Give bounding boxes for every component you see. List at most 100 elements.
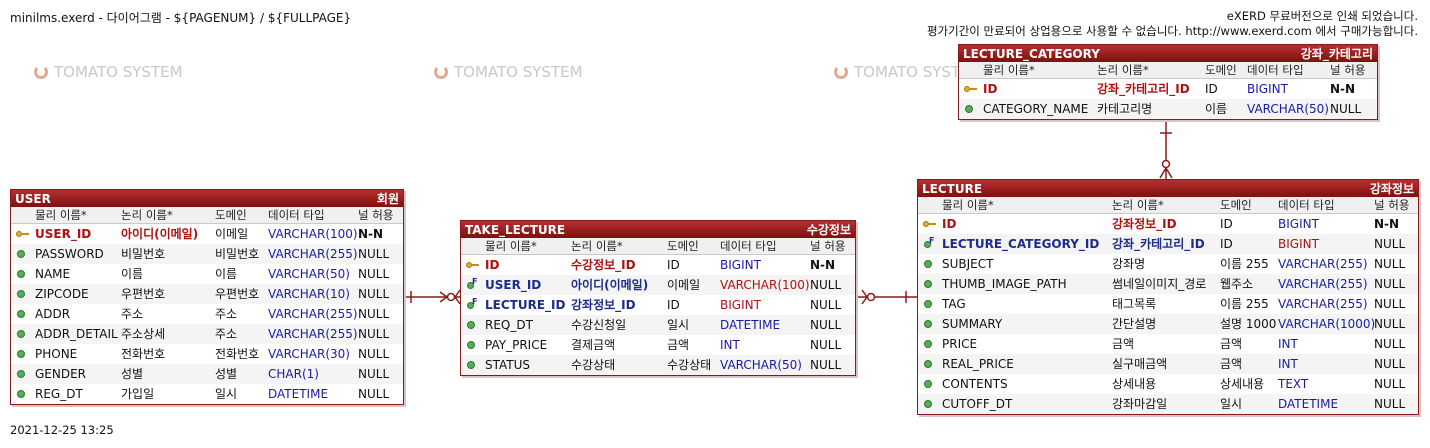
entity-title-bar[interactable]: LECTURE_CATEGORY 강좌_카테고리 xyxy=(959,45,1377,62)
attribute-nullable: NULL xyxy=(358,367,390,381)
attribute-physical-name: SUBJECT xyxy=(942,257,994,271)
watermark-logo-icon xyxy=(34,65,48,79)
attribute-domain: 주소 xyxy=(215,327,238,341)
attribute-row[interactable]: LECTURE_CATEGORY_ID강좌_카테고리_IDIDBIGINTNUL… xyxy=(918,234,1418,254)
attribute-physical-name: TAG xyxy=(942,297,966,311)
entity-take-lecture[interactable]: TAKE_LECTURE 수강정보 물리 이름* 논리 이름* 도메인 데이터 … xyxy=(460,220,856,376)
attribute-physical-name: REG_DT xyxy=(35,387,83,401)
attribute-logical-name: 강좌_카테고리_ID xyxy=(1112,237,1205,251)
attribute-physical-name: ID xyxy=(983,82,998,96)
column-icon xyxy=(17,290,25,298)
attribute-domain: ID xyxy=(1205,82,1218,96)
attribute-datatype: BIGINT xyxy=(1247,82,1288,96)
entity-lecture[interactable]: LECTURE 강좌정보 물리 이름* 논리 이름* 도메인 데이터 타입 널 … xyxy=(917,179,1419,415)
attribute-logical-name: 주소상세 xyxy=(121,327,166,341)
attribute-nullable: NULL xyxy=(1374,377,1406,391)
attribute-domain: 주소 xyxy=(215,307,238,321)
column-icon xyxy=(17,250,25,258)
attribute-datatype: BIGINT xyxy=(720,298,761,312)
entity-user[interactable]: USER 회원 물리 이름* 논리 이름* 도메인 데이터 타입 널 허용 US… xyxy=(10,189,404,405)
attribute-datatype: BIGINT xyxy=(720,258,761,272)
primary-key-icon xyxy=(16,230,29,238)
license-notice-line2: 평가기간이 만료되어 상업용으로 사용할 수 없습니다. http://www.… xyxy=(926,24,1418,38)
column-icon xyxy=(17,270,25,278)
watermark-text: TOMATO SYSTEM xyxy=(54,63,183,81)
entity-title-bar[interactable]: USER 회원 xyxy=(11,190,403,207)
header-domain: 도메인 xyxy=(1205,63,1237,77)
column-icon xyxy=(17,330,25,338)
relationship-user-take-lecture[interactable] xyxy=(403,289,461,305)
primary-key-icon xyxy=(964,85,977,93)
watermark-text: TOMATO SYSTEM xyxy=(854,63,983,81)
attribute-domain: 웹주소 xyxy=(1220,277,1254,291)
attribute-domain: 이름 255 xyxy=(1220,257,1269,271)
attribute-datatype: VARCHAR(255) xyxy=(1278,257,1368,271)
header-physical-name: 물리 이름* xyxy=(485,239,537,253)
column-icon xyxy=(467,321,475,329)
attribute-domain: 상세내용 xyxy=(1220,377,1265,391)
entity-title-bar[interactable]: TAKE_LECTURE 수강정보 xyxy=(461,221,855,238)
attribute-logical-name: 실구매금액 xyxy=(1112,357,1168,371)
column-icon xyxy=(17,350,25,358)
attribute-physical-name: LECTURE_CATEGORY_ID xyxy=(942,237,1100,251)
header-datatype: 데이터 타입 xyxy=(1247,63,1304,77)
entity-logical-name: 회원 xyxy=(376,192,399,206)
header-physical-name: 물리 이름* xyxy=(35,208,87,222)
attribute-datatype: VARCHAR(255) xyxy=(1278,297,1368,311)
entity-lecture-category[interactable]: LECTURE_CATEGORY 강좌_카테고리 물리 이름* 논리 이름* 도… xyxy=(958,44,1378,120)
relationship-lecture-take-lecture[interactable] xyxy=(855,289,917,305)
watermark-text: TOMATO SYSTEM xyxy=(454,63,583,81)
column-header: 물리 이름* 논리 이름* 도메인 데이터 타입 널 허용 xyxy=(959,62,1377,79)
attribute-physical-name: USER_ID xyxy=(485,278,542,292)
column-icon xyxy=(924,280,932,288)
attribute-logical-name: 가입일 xyxy=(121,387,155,401)
watermark-logo-icon xyxy=(434,65,448,79)
attribute-nullable: NULL xyxy=(810,298,842,312)
column-icon xyxy=(467,361,475,369)
entity-title-bar[interactable]: LECTURE 강좌정보 xyxy=(918,180,1418,197)
relationship-category-lecture[interactable] xyxy=(1159,118,1173,180)
attribute-nullable: NULL xyxy=(810,338,842,352)
foreign-key-icon xyxy=(467,277,477,290)
header-logical-name: 논리 이름* xyxy=(1097,63,1149,77)
attribute-datatype: VARCHAR(100) xyxy=(720,278,810,292)
attribute-logical-name: 수강신청일 xyxy=(571,318,627,332)
attribute-logical-name: 비밀번호 xyxy=(121,247,166,261)
header-domain: 도메인 xyxy=(215,208,247,222)
header-logical-name: 논리 이름* xyxy=(121,208,173,222)
attribute-domain: 금액 xyxy=(1220,337,1243,351)
attribute-physical-name: ZIPCODE xyxy=(35,287,89,301)
attribute-physical-name: NAME xyxy=(35,267,71,281)
attribute-nullable: NULL xyxy=(1374,297,1406,311)
attribute-datatype: DATETIME xyxy=(1278,397,1339,411)
attribute-nullable: NULL xyxy=(810,358,842,372)
attribute-physical-name: THUMB_IMAGE_PATH xyxy=(942,277,1067,291)
